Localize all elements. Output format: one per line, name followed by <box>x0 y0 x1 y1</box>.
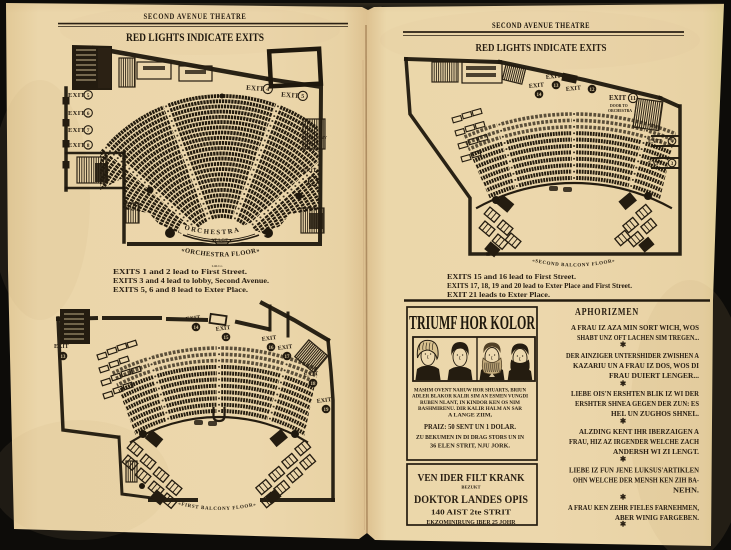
svg-text:PRAIZ: 50 SENT UN 1 DOLAR.: PRAIZ: 50 SENT UN 1 DOLAR. <box>424 422 516 431</box>
svg-text:140 AIST 2te STRIT: 140 AIST 2te STRIT <box>431 510 512 517</box>
svg-text:EXIT: EXIT <box>68 127 85 134</box>
svg-text:6: 6 <box>87 111 90 117</box>
svg-text:EXIT: EXIT <box>565 84 582 93</box>
svg-text:NEHN.: NEHN. <box>673 486 699 495</box>
svg-text:HEL UN ZUGHOS SHNEL.: HEL UN ZUGHOS SHNEL. <box>611 409 699 418</box>
svg-text:LIEBE IZ FUN JENE LUKSUS'ARTIK: LIEBE IZ FUN JENE LUKSUS'ARTIKLEN <box>569 466 700 475</box>
svg-text:✱: ✱ <box>620 493 627 502</box>
svg-text:ZU BEKUMEN IN DI DRAG STORS UN: ZU BEKUMEN IN DI DRAG STORS UN IN <box>416 435 525 441</box>
svg-text:DOKTOR LANDES OPIS: DOKTOR LANDES OPIS <box>414 492 528 506</box>
svg-text:ALZDING KENT IHR IBERZAIGEN A: ALZDING KENT IHR IBERZAIGEN A <box>579 427 700 436</box>
svg-text:16: 16 <box>269 346 274 351</box>
svg-text:Lith Co: Lith Co <box>212 264 223 268</box>
svg-text:EXIT 21 leads to Exter Place.: EXIT 21 leads to Exter Place. <box>447 290 550 299</box>
svg-text:ORCHESTRA: ORCHESTRA <box>608 109 632 113</box>
svg-text:3: 3 <box>671 162 674 167</box>
svg-text:OHN WELCHE DER MENSH KEN ZIH B: OHN WELCHE DER MENSH KEN ZIH BA- <box>573 476 699 485</box>
svg-text:EXIT: EXIT <box>54 344 69 350</box>
svg-text:EXITS 3 and 4 lead to lobby, S: EXITS 3 and 4 lead to lobby, Second Aven… <box>113 276 269 285</box>
svg-text:KAZARIU UN A FRAU IZ DOS, WOS: KAZARIU UN A FRAU IZ DOS, WOS DI <box>573 361 699 370</box>
svg-text:ORCHESTRA: ORCHESTRA <box>184 224 242 236</box>
svg-text:13: 13 <box>61 355 66 360</box>
svg-text:36 ELEN STRIT, NJU JORK.: 36 ELEN STRIT, NJU JORK. <box>430 443 510 450</box>
svg-text:5: 5 <box>301 94 304 100</box>
svg-text:ERSHTER SHNEA GEGEN DER ZUN: E: ERSHTER SHNEA GEGEN DER ZUN: ES <box>575 399 699 408</box>
svg-text:EXIT: EXIT <box>68 110 85 117</box>
svg-text:BASHMIRENU. DIR KALIR HALM AN: BASHMIRENU. DIR KALIR HALM AN SAR <box>418 406 522 412</box>
svg-text:EXIT: EXIT <box>215 325 230 333</box>
svg-text:LIEBE OIS'N ERSHTEN BLIK IZ WI: LIEBE OIS'N ERSHTEN BLIK IZ WI DER <box>571 389 700 398</box>
svg-text:SECOND AVENUE THEATRE: SECOND AVENUE THEATRE <box>492 21 590 30</box>
svg-text:18: 18 <box>311 382 316 387</box>
svg-text:✱: ✱ <box>620 417 627 426</box>
svg-text:1: 1 <box>312 179 315 185</box>
svg-text:✱: ✱ <box>620 455 627 464</box>
svg-text:15: 15 <box>224 336 229 341</box>
svg-text:EXIT: EXIT <box>185 315 200 323</box>
svg-text:MASHM OVENT NARUW HOR SHUARTS,: MASHM OVENT NARUW HOR SHUARTS, BRIUN <box>414 388 526 394</box>
svg-text:STAGE: STAGE <box>211 238 229 243</box>
svg-text:EXIT: EXIT <box>277 344 292 352</box>
svg-text:EXIT: EXIT <box>281 91 300 100</box>
svg-text:4: 4 <box>671 140 674 145</box>
svg-text:«SECOND BALCONY FLOOR»: «SECOND BALCONY FLOOR» <box>532 259 616 269</box>
svg-text:4: 4 <box>266 87 269 93</box>
svg-text:DOOR TO: DOOR TO <box>610 104 628 108</box>
svg-text:✱: ✱ <box>620 379 627 388</box>
svg-text:RUBEN NLANT, IN KINDOR KEN OS: RUBEN NLANT, IN KINDOR KEN OS NIM <box>420 400 520 406</box>
svg-text:ABER WINIG FARGEBEN.: ABER WINIG FARGEBEN. <box>615 513 699 522</box>
svg-text:EXIT: EXIT <box>303 168 317 174</box>
svg-text:EXIT: EXIT <box>68 92 85 99</box>
svg-text:EXITS 5, 6 and 8 lead to Exter: EXITS 5, 6 and 8 lead to Exter Place. <box>113 285 248 294</box>
svg-text:ADLER BLAKOR KALIR SIM AN ESME: ADLER BLAKOR KALIR SIM AN ESMEN VUNGDI <box>412 394 528 400</box>
svg-text:EKZOMINIRUNG IBER 25 JOHR: EKZOMINIRUNG IBER 25 JOHR <box>427 519 516 526</box>
svg-text:8: 8 <box>87 143 90 149</box>
svg-text:EXIT: EXIT <box>246 84 265 93</box>
svg-text:RED LIGHTS INDICATE EXITS: RED LIGHTS INDICATE EXITS <box>126 32 264 44</box>
svg-text:VEN IDER FILT KRANK: VEN IDER FILT KRANK <box>418 472 525 484</box>
svg-text:EXIT: EXIT <box>303 371 318 379</box>
svg-text:EXIT: EXIT <box>68 142 85 149</box>
svg-text:EXITS 17, 18, 19 and 20 lead t: EXITS 17, 18, 19 and 20 lead to Exter Pl… <box>447 281 632 290</box>
svg-text:DER AINZIGER UNTERSHIDER ZWISH: DER AINZIGER UNTERSHIDER ZWISHEN A <box>566 351 700 360</box>
svg-text:SECOND AVENUE THEATRE: SECOND AVENUE THEATRE <box>144 12 247 21</box>
svg-text:BEZUKT: BEZUKT <box>461 485 480 490</box>
svg-text:TRIUMF HOR KOLOR: TRIUMF HOR KOLOR <box>409 313 536 334</box>
svg-text:✱: ✱ <box>620 340 627 349</box>
svg-text:5: 5 <box>87 93 90 99</box>
svg-text:A LANGE ZIIM,: A LANGE ZIIM, <box>448 412 493 418</box>
svg-text:RED LIGHTS INDICATE EXITS: RED LIGHTS INDICATE EXITS <box>476 43 607 54</box>
svg-text:FRAU, HIZ AZ IRGENDER WELCHE Z: FRAU, HIZ AZ IRGENDER WELCHE ZACH <box>569 437 699 446</box>
svg-text:EXIT: EXIT <box>545 72 562 81</box>
svg-text:A FRAU KEN ZEHR FIELES FARNEHM: A FRAU KEN ZEHR FIELES FARNEHMEN, <box>568 503 699 512</box>
svg-text:11: 11 <box>630 96 636 102</box>
svg-text:BALCONY: BALCONY <box>304 135 328 140</box>
svg-text:APHORIZMEN: APHORIZMEN <box>575 306 639 318</box>
svg-text:EXITS 1 and 2 lead to First St: EXITS 1 and 2 lead to First Street. <box>113 267 247 276</box>
svg-text:✱: ✱ <box>620 520 627 529</box>
svg-text:14: 14 <box>537 93 542 98</box>
svg-text:EXIT: EXIT <box>648 161 662 167</box>
svg-text:EXIT: EXIT <box>261 335 276 343</box>
svg-text:EXIT: EXIT <box>316 397 331 405</box>
svg-text:14: 14 <box>194 326 199 331</box>
svg-text:A FRAU IZ AZA MIN SORT WICH, W: A FRAU IZ AZA MIN SORT WICH, WOS <box>571 323 699 332</box>
svg-text:EXIT: EXIT <box>528 81 545 90</box>
svg-text:EXIT: EXIT <box>306 141 320 147</box>
svg-text:ANDERSH WI ZI LENGT.: ANDERSH WI ZI LENGT. <box>613 447 699 456</box>
svg-text:EXIT: EXIT <box>609 94 626 102</box>
svg-text:-2-: -2- <box>310 148 317 154</box>
svg-text:7: 7 <box>87 128 90 134</box>
svg-text:EXIT: EXIT <box>648 139 662 145</box>
svg-text:EXITS 15 and 16 lead to First: EXITS 15 and 16 lead to First Street. <box>447 272 576 281</box>
svg-text:17: 17 <box>285 355 290 360</box>
svg-text:SHABT UNZ OFT LACHEN SIM TREGE: SHABT UNZ OFT LACHEN SIM TREGEN... <box>577 333 699 342</box>
svg-text:19: 19 <box>324 408 329 413</box>
svg-text:13: 13 <box>554 84 559 89</box>
svg-text:12: 12 <box>590 88 595 93</box>
svg-text:FRAU DUIERT LENGER...: FRAU DUIERT LENGER... <box>609 371 699 380</box>
